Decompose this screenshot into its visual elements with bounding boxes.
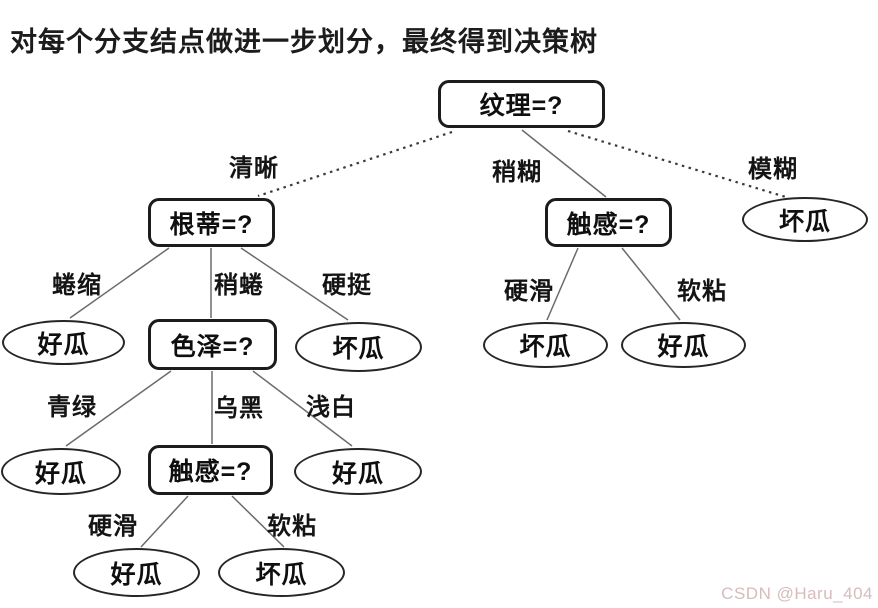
leaf-bad-melon-stiff: 坏瓜 [295,322,422,372]
edge-label-curled: 蜷缩 [52,272,102,299]
edge-label-blurry: 模糊 [748,156,798,183]
node-root-stem: 根蒂=? [148,198,275,247]
edge-label-light-white: 浅白 [306,394,356,421]
edge-soft-sticky-left [231,495,285,548]
edge-light-white [252,370,353,447]
edge-label-green: 青绿 [47,394,97,421]
node-touch-right: 触感=? [545,198,672,247]
leaf-good-melon-hard-smooth2: 好瓜 [73,548,200,597]
leaf-bad-melon-blurry: 坏瓜 [742,197,868,242]
node-color: 色泽=? [148,319,277,370]
leaf-good-melon-soft-sticky: 好瓜 [621,322,746,368]
leaf-bad-melon-soft-sticky2: 坏瓜 [218,548,345,597]
edge-slightly-blurry [521,129,607,198]
edge-label-slightly-curled: 稍蜷 [214,272,264,299]
leaf-good-melon-green: 好瓜 [1,448,121,495]
edge-label-slightly-blurry: 稍糊 [492,159,542,186]
edge-stiff [240,247,349,321]
edge-hard-smooth-right [546,247,579,321]
edge-hard-smooth-left [140,495,189,548]
node-texture: 纹理=? [438,80,605,128]
edge-soft-sticky-right [621,247,681,321]
edge-label-soft-sticky-left: 软粘 [267,513,317,540]
edge-green [65,370,172,447]
page-title: 对每个分支结点做进一步划分，最终得到决策树 [10,27,598,57]
edge-curled [69,247,170,319]
edge-label-dark: 乌黑 [214,395,264,422]
leaf-good-melon-light-white: 好瓜 [294,448,422,495]
edge-clear-dotted [257,130,453,198]
edge-label-hard-smooth-left: 硬滑 [88,513,138,540]
leaf-good-melon-curled: 好瓜 [2,320,125,365]
edge-label-stiff: 硬挺 [322,272,372,299]
edge-label-hard-smooth-right: 硬滑 [504,278,554,305]
leaf-bad-melon-hard-smooth: 坏瓜 [483,322,608,368]
edge-label-clear: 清晰 [229,155,279,182]
node-touch-left: 触感=? [148,445,273,495]
edge-label-soft-sticky-right: 软粘 [677,278,727,305]
csdn-watermark: CSDN @Haru_404 [721,584,873,603]
